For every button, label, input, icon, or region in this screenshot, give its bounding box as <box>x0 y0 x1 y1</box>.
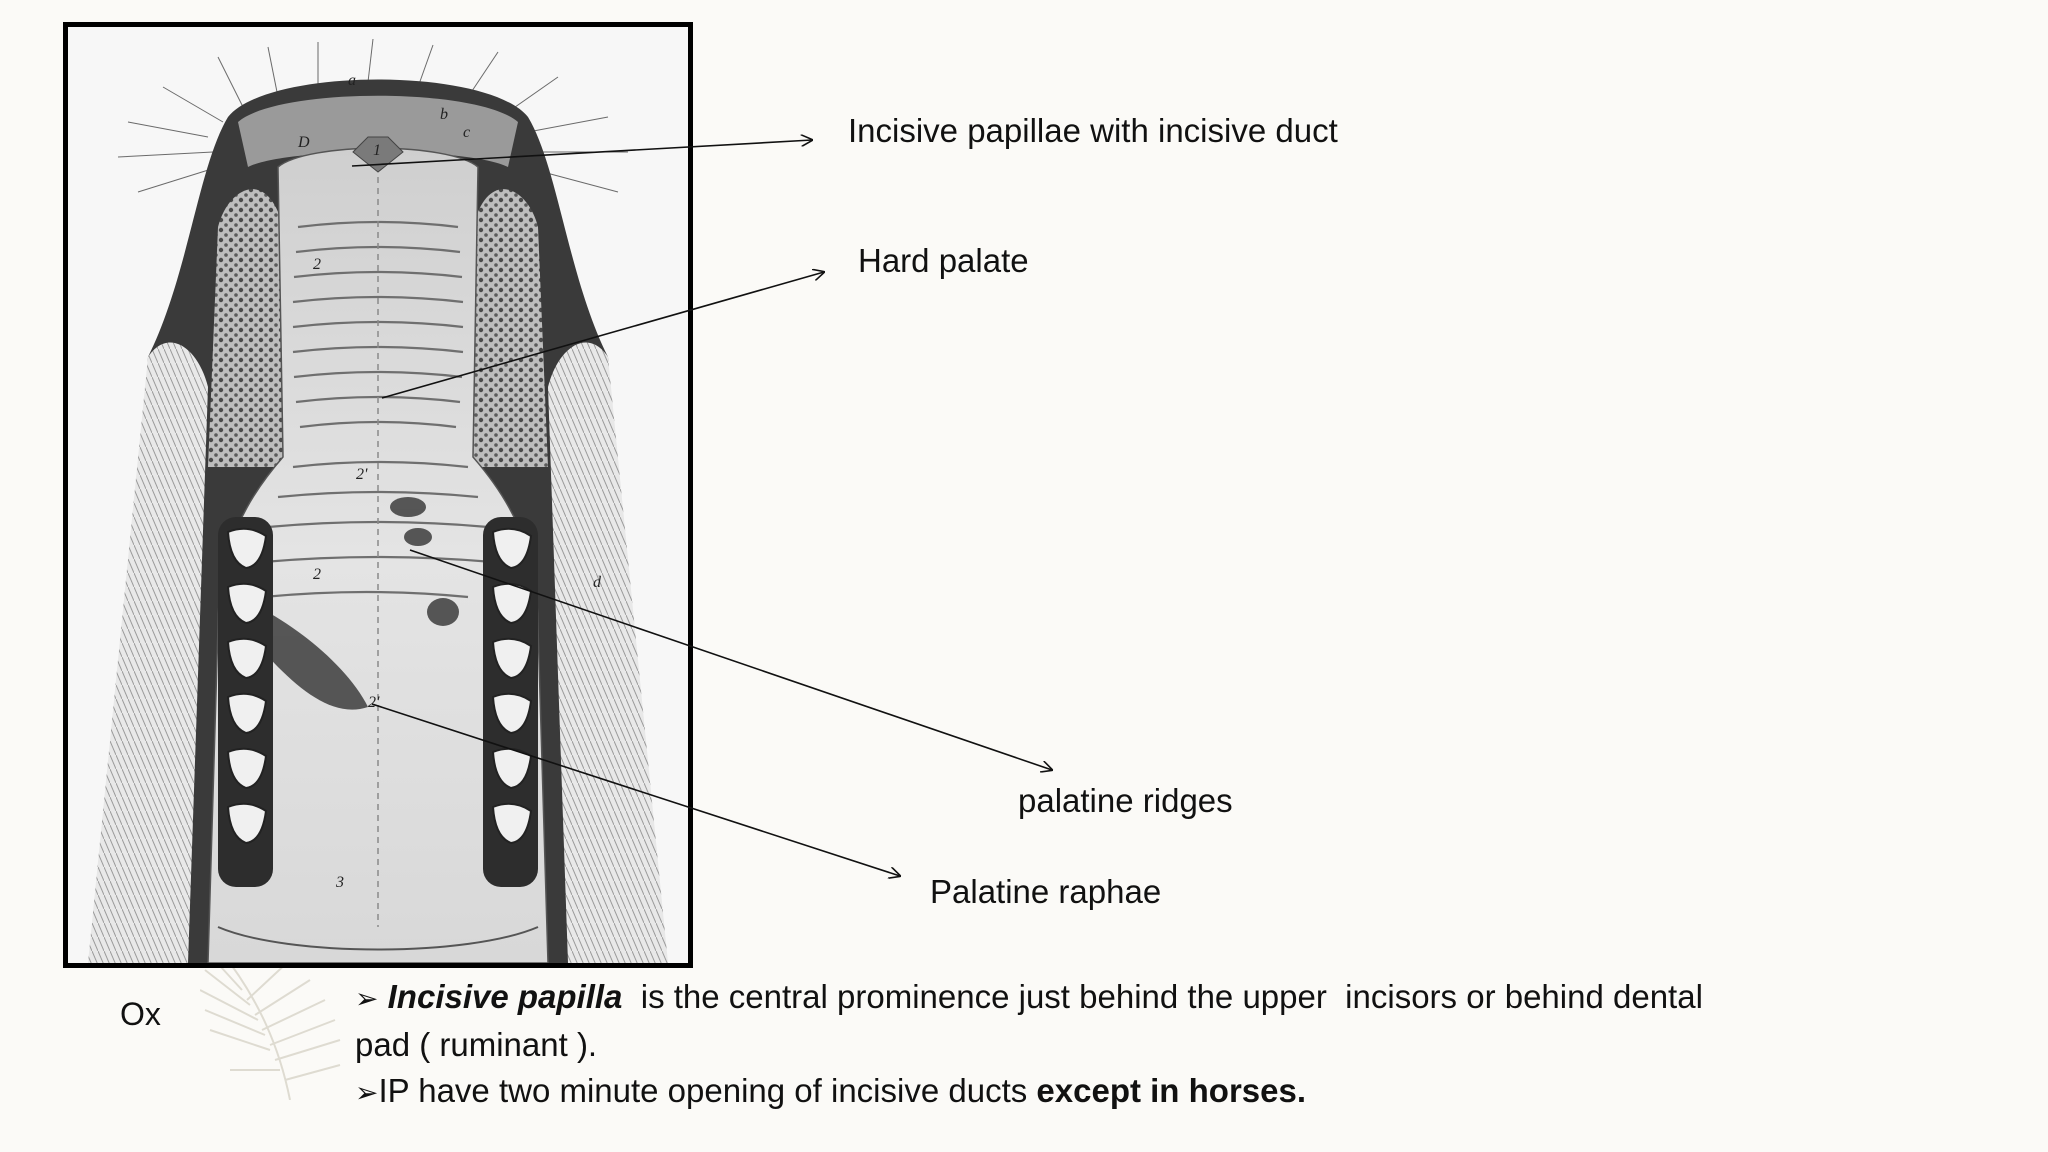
plate-letter-2-prime: 2' <box>356 466 368 483</box>
note-line-2: pad ( ruminant ). <box>355 1026 598 1063</box>
plate-letter-D: D <box>297 134 310 151</box>
ox-palate-illustration: a b c D 1 2 2' 2 2' 3 d <box>68 27 688 963</box>
label-palatine-ridges: palatine ridges <box>1018 782 1233 819</box>
right-buccal-papillae <box>468 189 548 467</box>
palate-illustration-frame: a b c D 1 2 2' 2 2' 3 d <box>63 22 693 968</box>
note-line-1-text: is the central prominence just behind th… <box>622 978 1703 1015</box>
left-buccal-papillae <box>208 189 288 467</box>
note-line-3-emphasis: except in horses. <box>1036 1072 1307 1109</box>
plate-letter-3: 3 <box>335 874 344 891</box>
plate-letter-a: a <box>348 72 356 89</box>
plate-letter-1: 1 <box>373 142 381 159</box>
soft-palate-edge <box>217 926 539 951</box>
species-label: Ox <box>120 996 161 1032</box>
right-molar-row <box>483 517 538 887</box>
plate-letter-2-prime-lower: 2' <box>368 694 380 711</box>
notes-block: ➢ Incisive papilla is the central promin… <box>355 974 1855 1116</box>
plate-letter-2-middle: 2 <box>313 566 321 583</box>
plate-letter-c: c <box>463 124 470 141</box>
bullet-arrow-icon: ➢ <box>355 982 379 1015</box>
label-incisive-papillae: Incisive papillae with incisive duct <box>848 112 1338 149</box>
label-palatine-raphae: Palatine raphae <box>930 873 1162 910</box>
label-hard-palate: Hard palate <box>858 242 1029 279</box>
note-term-incisive-papilla: Incisive papilla <box>387 978 623 1015</box>
left-molar-row <box>218 517 273 887</box>
plate-letter-2-upper: 2 <box>313 256 321 273</box>
note-line-1: ➢ Incisive papilla is the central promin… <box>355 974 1855 1022</box>
plate-letter-b: b <box>440 106 448 123</box>
bullet-arrow-icon: ➢ <box>355 1076 379 1109</box>
left-cheek <box>88 342 208 963</box>
note-line-3: ➢IP have two minute opening of incisive … <box>355 1068 1855 1116</box>
plate-letter-d: d <box>593 574 602 591</box>
note-line-3-text: IP have two minute opening of incisive d… <box>378 1072 1037 1109</box>
